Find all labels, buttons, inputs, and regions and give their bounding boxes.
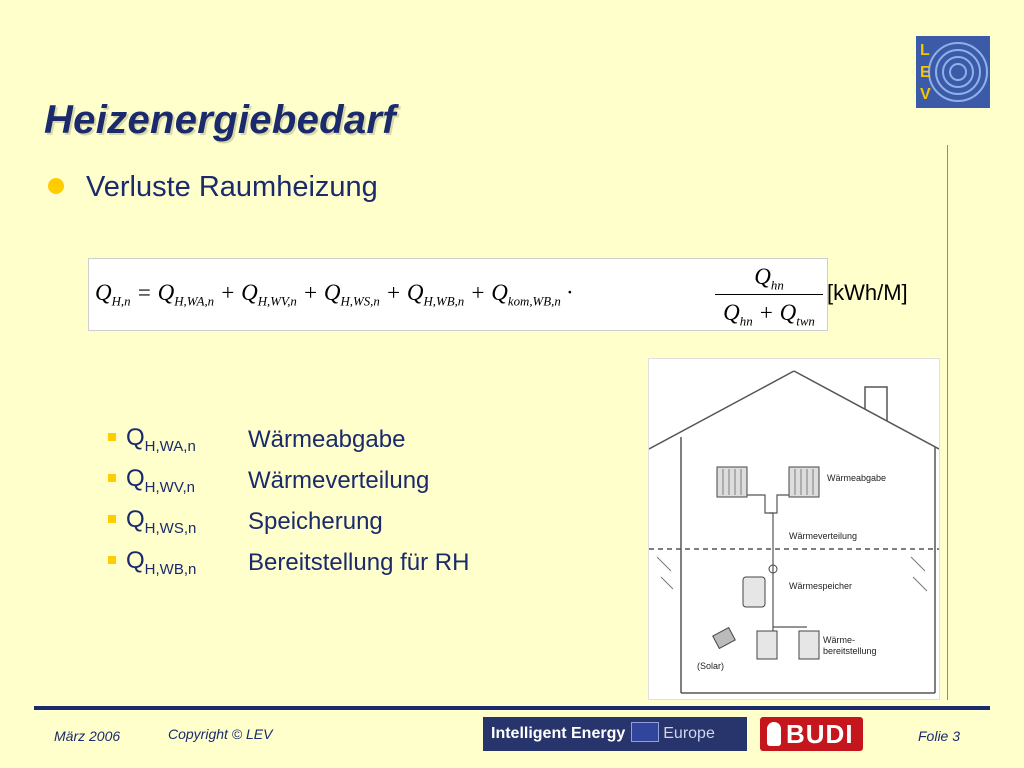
formula-image: QH,n = QH,WA,n + QH,WV,n + QH,WS,n + QH,… (88, 258, 908, 331)
bullet-dot-icon (48, 178, 64, 194)
label-waermespeicher: Wärmespeicher (789, 581, 852, 591)
square-bullet-icon (108, 433, 116, 441)
boiler-left-icon (756, 630, 778, 660)
list-item-description: Bereitstellung für RH (248, 549, 470, 576)
label-waermeverteilung: Wärmeverteilung (789, 531, 857, 541)
keyhole-icon (767, 722, 781, 746)
vertical-divider (947, 145, 948, 700)
bullet-text: Verluste Raumheizung (86, 171, 378, 203)
label-solar: (Solar) (697, 661, 724, 671)
list-item-symbol: QH,WS,n (108, 506, 196, 537)
list-item-symbol: QH,WV,n (108, 465, 195, 496)
square-bullet-icon (108, 556, 116, 564)
list-item-description: Speicherung (248, 508, 383, 535)
list-item-symbol: QH,WA,n (108, 424, 196, 455)
lev-logo: L E V (916, 36, 990, 108)
formula-fraction: Qhn Qhn + Qtwn (715, 261, 823, 336)
pump-icon (768, 564, 778, 574)
roof-right-line (793, 370, 940, 450)
formula-unit: [kWh/M] (827, 280, 908, 305)
eu-flag-icon (631, 722, 660, 742)
roof-left-line (648, 370, 795, 450)
budi-logo: BUDI (760, 717, 863, 751)
footer-date: März 2006 (54, 728, 121, 744)
list-item-description: Wärmeabgabe (248, 426, 406, 453)
formula-denominator: Qhn + Qtwn (723, 300, 815, 329)
house-heating-diagram: Wärmeabgabe Wärmeverteilung Wärmespeiche… (648, 358, 940, 700)
list-item-description: Wärmeverteilung (248, 467, 430, 494)
radiator-left-icon (716, 466, 748, 498)
list-item-symbol: QH,WB,n (108, 547, 196, 578)
pipe-supply (747, 494, 774, 637)
footer-divider (34, 706, 990, 710)
radiator-right-icon (788, 466, 820, 498)
fraction-bar (715, 294, 823, 295)
square-bullet-icon (108, 474, 116, 482)
chimney (864, 386, 888, 421)
label-waermeabgabe: Wärmeabgabe (827, 473, 886, 483)
formula-numerator: Qhn (754, 264, 784, 293)
solar-panel-icon (712, 626, 736, 650)
logo-letter-v: V (920, 86, 931, 103)
label-bereitstellung-1: Wärme- (823, 635, 855, 645)
logo-letter-l: L (920, 42, 930, 59)
square-bullet-icon (108, 515, 116, 523)
label-bereitstellung-2: bereitstellung (823, 646, 877, 656)
formula-lhs: QH,n = QH,WA,n + QH,WV,n + QH,WS,n + QH,… (95, 280, 573, 309)
banner-europe: Europe (663, 725, 715, 742)
footer-copyright: Copyright © LEV (168, 726, 273, 742)
logo-letter-e: E (920, 64, 931, 81)
intelligent-energy-europe-logo: Intelligent Energy Europe (483, 717, 747, 751)
slide-number: Folie 3 (918, 728, 961, 744)
budi-text: BUDI (786, 719, 854, 749)
slide-title: Heizenergiebedarf (44, 98, 396, 142)
boiler-right-icon (798, 630, 820, 660)
banner-text: Intelligent Energy (491, 725, 626, 742)
storage-tank-icon (742, 576, 766, 608)
